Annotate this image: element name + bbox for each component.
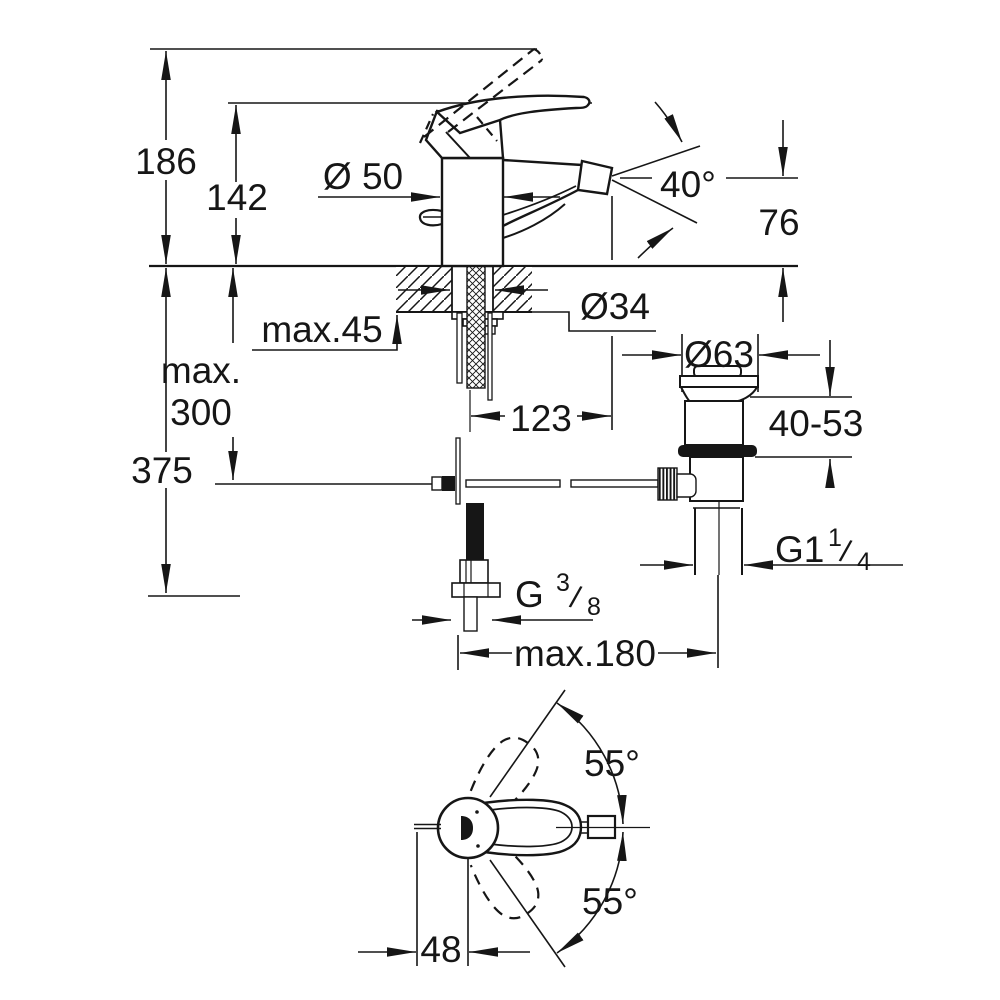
dim-186-label: 186 [135, 141, 197, 182]
pop-up-linkage [431, 437, 659, 505]
dim-40-53-label: 40-53 [769, 403, 864, 444]
swivel-angle-marks [489, 689, 627, 968]
g114-prefix: G1 [775, 529, 824, 570]
dimension-max45: max.45 [252, 309, 402, 351]
dimension-375: 375 [131, 268, 193, 593]
threaded-shank [466, 265, 486, 389]
lever-handle [434, 94, 591, 135]
dimension-max180: max.180 [460, 633, 716, 674]
dimension-max300: max. 300 [161, 268, 241, 480]
dim-375-label: 375 [131, 450, 193, 491]
top-view: 55° 55° 48 [358, 689, 650, 970]
dimension-48: 48 [358, 832, 530, 970]
dimension-142: 142 [206, 105, 268, 264]
dimension-dia50: Ø 50 [318, 156, 560, 202]
hex-nut [451, 582, 501, 598]
dimension-40-53: 40-53 [769, 340, 864, 488]
dimension-g38: G 3 / 8 [412, 569, 601, 625]
spray-angle-40 [611, 101, 701, 259]
dim-55-lower-label: 55° [582, 881, 638, 922]
dim-dia63-label: Ø63 [684, 334, 754, 375]
dim-142-label: 142 [206, 177, 268, 218]
waste-seal-ring [678, 445, 757, 457]
dimension-123: 123 [471, 398, 611, 439]
cartridge-mark [461, 816, 473, 840]
spout-top [502, 158, 583, 167]
waste-upper-body [684, 400, 744, 446]
g38-numerator: 3 [556, 569, 570, 597]
faucet-body [418, 94, 614, 268]
dim-48-label: 48 [420, 929, 461, 970]
dim-max300-word: max. [161, 350, 241, 391]
dimension-186: 186 [135, 51, 197, 264]
waste-lower-body [689, 456, 744, 502]
linkage-clamp [442, 476, 455, 491]
dim-40deg-label: 40° [660, 164, 716, 205]
spout-underside [502, 188, 579, 228]
pop-up-rod-upper [487, 312, 493, 401]
supply-tube-upper [456, 312, 463, 384]
deck-hole-edges [451, 266, 494, 312]
side-view: 186 142 Ø 50 40° 76 max.45 [131, 47, 903, 674]
dim-dia34-label: Ø34 [580, 286, 650, 327]
waste-adjust-knob [657, 467, 678, 501]
waste-flange [679, 375, 759, 388]
dim-123-label: 123 [510, 398, 572, 439]
g38-denominator: 8 [587, 593, 601, 621]
g114-numerator: 1 [828, 524, 842, 552]
waste-outlet-pipe [694, 508, 743, 575]
dimension-76: 76 [758, 120, 800, 322]
supply-hose [451, 503, 501, 632]
dimension-dia63: Ø63 [622, 334, 820, 375]
pop-up-waste-valve [657, 365, 759, 575]
dim-max45-label: max.45 [261, 309, 382, 350]
dimension-dia34: Ø34 [398, 285, 656, 332]
faucet-top [414, 796, 650, 860]
g114-denominator: 4 [857, 548, 871, 576]
dimension-g114: G1 1 / 4 [640, 524, 903, 576]
rod-top [414, 823, 441, 830]
dim-dia50-label: Ø 50 [323, 156, 403, 197]
pop-up-knob [418, 208, 443, 227]
pop-up-rod-lower [455, 437, 461, 505]
handle-raised-position [418, 47, 544, 144]
g38-thread-tube [463, 596, 478, 632]
dim-max300-value: 300 [170, 392, 232, 433]
dim-max180-label: max.180 [514, 633, 656, 674]
flex-hose [466, 503, 484, 560]
dim-55-upper-label: 55° [584, 743, 640, 784]
aerator-cap [576, 159, 614, 196]
dim-76-label: 76 [758, 202, 799, 243]
g38-prefix: G [515, 574, 544, 615]
